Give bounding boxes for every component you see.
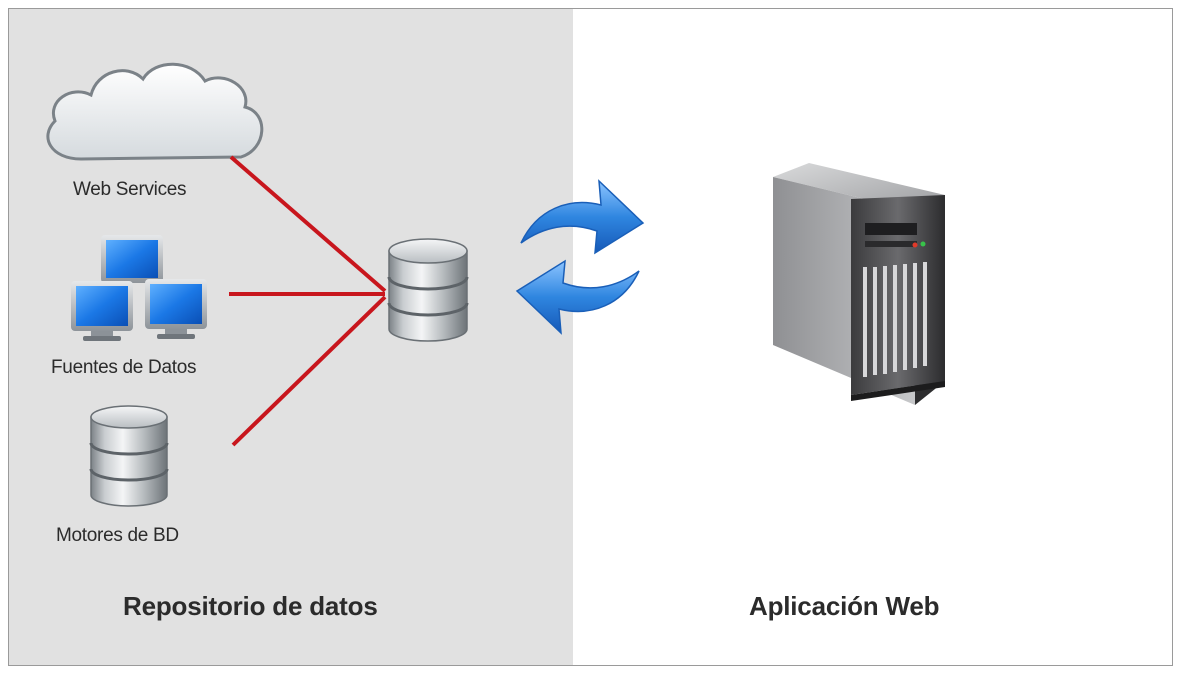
diagram-frame: Web Services Fuentes de Datos Motores de… [8,8,1173,666]
server-icon [773,163,945,405]
repository-database-icon [387,238,469,342]
database-icon [89,405,169,507]
connector-lines [229,155,387,447]
motores-de-bd-label: Motores de BD [56,525,179,546]
diagram-canvas [46,62,945,507]
web-services-label: Web Services [73,179,187,200]
repositorio-title: Repositorio de datos [123,591,378,621]
monitors-icon [71,235,207,341]
aplicacion-title: Aplicación Web [749,591,940,621]
sync-arrows-icon [515,179,645,335]
fuentes-de-datos-label: Fuentes de Datos [51,357,197,378]
cloud-icon [46,62,264,161]
